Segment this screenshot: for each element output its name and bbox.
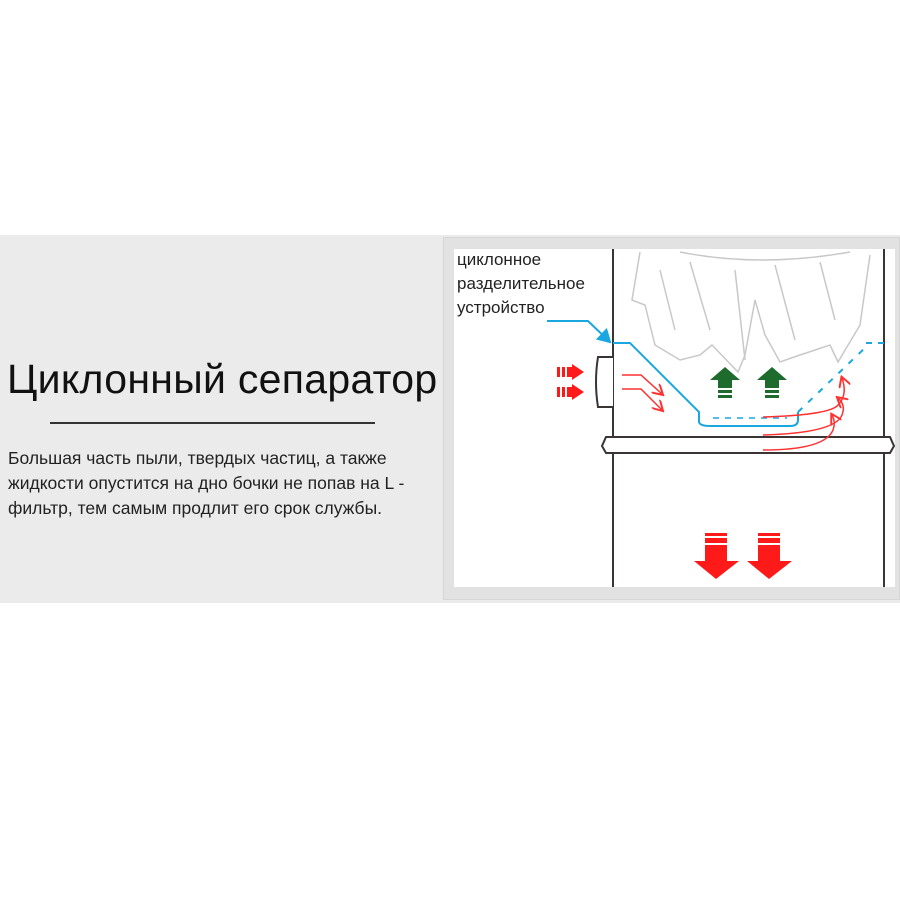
inlet-arrow-icon [557, 364, 584, 400]
diagram-canvas [454, 249, 895, 587]
page-title: Циклонный сепаратор [7, 356, 438, 402]
separator-label: циклонное разделительное устройство [457, 248, 585, 320]
cyclone-separator [547, 320, 884, 427]
dust-down-arrow-icon [694, 533, 792, 579]
airflow-swirl [622, 374, 844, 451]
description-text: Большая часть пыли, твердых частиц, а та… [8, 448, 405, 518]
clean-air-up-arrow-icon [710, 367, 787, 398]
tank-outline [595, 249, 896, 587]
title-divider [50, 422, 375, 424]
label-line: циклонное [457, 250, 542, 269]
label-line: устройство [457, 298, 545, 317]
label-line: разделительное [457, 274, 585, 293]
filter-sketch [631, 251, 871, 374]
